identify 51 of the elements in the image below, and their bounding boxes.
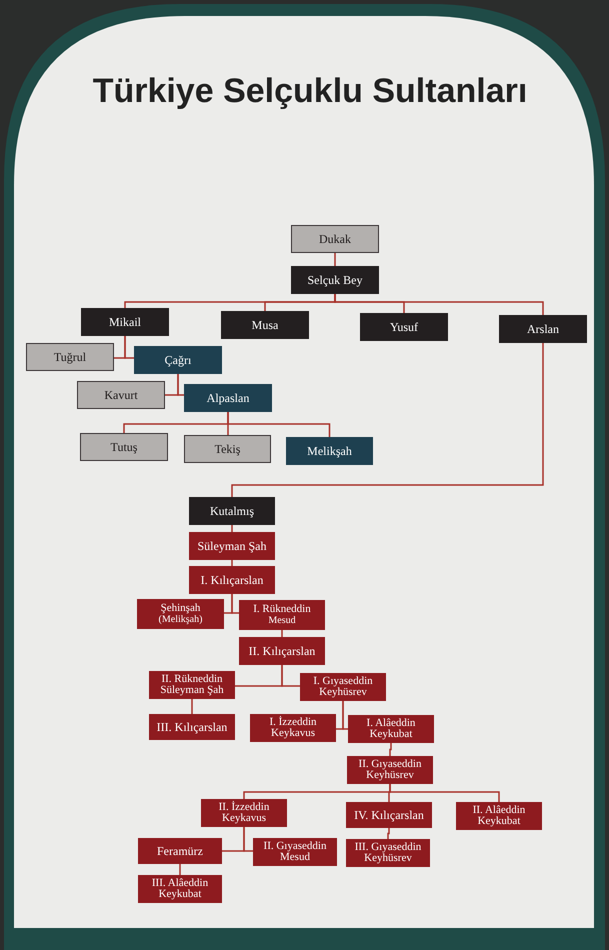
connector-line — [334, 253, 336, 266]
person-box: Selçuk Bey — [291, 266, 379, 294]
connector-line — [387, 828, 390, 839]
person-box: Tutuş — [80, 433, 168, 461]
person-box: III. Kılıçarslan — [149, 714, 235, 740]
person-box: Tekiş — [184, 435, 271, 463]
connector-line — [179, 864, 181, 875]
title: Türkiye Selçuklu Sultanları — [92, 71, 528, 112]
connector-line — [231, 594, 239, 614]
person-box: Arslan — [499, 315, 587, 343]
person-box: Kutalmış — [189, 497, 275, 525]
person-box: Kavurt — [77, 381, 165, 409]
connector-line — [243, 827, 253, 852]
person-box: Dukak — [291, 225, 379, 253]
person-box: II. Kılıçarslan — [239, 637, 325, 665]
person-box: II. Gıyaseddin Keyhüsrev — [347, 756, 433, 784]
connector-line — [177, 374, 184, 396]
person-box: Şehinşah (Melikşah) — [137, 599, 224, 629]
person-box: II. Alâeddin Keykubat — [456, 802, 542, 830]
person-box: Alpaslan — [184, 384, 272, 412]
person-box: Feramürz — [138, 838, 222, 864]
person-box: Melikşah — [286, 437, 373, 465]
person-box: I. İzzeddin Keykavus — [250, 714, 336, 742]
person-box: III. Gıyaseddin Keyhüsrev — [346, 839, 430, 867]
connector-line — [281, 630, 283, 637]
person-box: II. Rükneddin Süleyman Şah — [149, 671, 235, 699]
connector-line — [227, 412, 330, 437]
connector-line — [231, 560, 233, 566]
person-box: Yusuf — [360, 313, 448, 341]
person-box: III. Alâeddin Keykubat — [138, 875, 222, 903]
person-box: Süleyman Şah — [189, 532, 275, 560]
connector-line — [124, 336, 134, 359]
person-box: I. Gıyaseddin Keyhüsrev — [300, 673, 386, 701]
person-box: Musa — [221, 311, 309, 339]
person-box: II. Gıyaseddin Mesud — [253, 838, 337, 866]
person-box: I. Rükneddin Mesud — [239, 600, 325, 630]
person-box: Mikail — [81, 308, 169, 336]
connector-line — [231, 343, 544, 497]
connector-line — [191, 699, 193, 714]
person-box: Tuğrul — [26, 343, 114, 371]
person-box: II. İzzeddin Keykavus — [201, 799, 287, 827]
connector-line — [231, 525, 233, 532]
connector-line — [334, 294, 544, 315]
connector-line — [389, 743, 392, 756]
person-box: I. Alâeddin Keykubat — [348, 715, 434, 743]
person-box: Çağrı — [134, 346, 222, 374]
person-box: IV. Kılıçarslan — [346, 802, 432, 828]
person-box: I. Kılıçarslan — [189, 566, 275, 594]
connector-line — [281, 665, 300, 687]
connector-line — [389, 784, 500, 802]
connector-line — [342, 701, 348, 730]
